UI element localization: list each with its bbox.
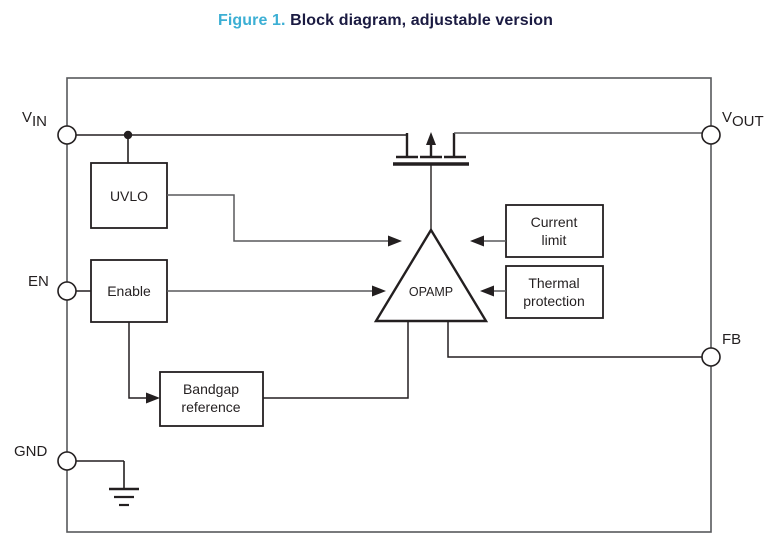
pin-label-vout-main: V [722,109,732,126]
pin-label-gnd: GND [14,443,48,460]
pin-label-vin-main: V [22,109,32,126]
arrowhead-uvlo-opamp-icon [388,235,402,247]
figure-title: Figure 1. Block diagram, adjustable vers… [0,12,771,30]
block-current-limit-label-line1: Current [531,214,578,230]
block-bandgap-reference[interactable] [159,371,264,427]
pin-label-vout: VOUT [722,109,764,130]
arrowhead-current-limit-icon [470,235,484,247]
block-current-limit-label-line2: limit [542,232,567,248]
block-thermal-label-line1: Thermal [528,275,579,291]
figure-number: Figure 1. [217,12,286,29]
block-uvlo-label: UVLO [110,188,148,204]
block-bandgap-label-line1: Bandgap [183,381,239,397]
block-bandgap-label-line2: reference [181,399,240,415]
block-uvlo[interactable] [90,162,168,229]
wire-opamp-to-fb [447,321,711,358]
pin-vin-terminal[interactable] [57,125,77,145]
block-thermal-label-line2: protection [523,293,584,309]
mosfet-bulk-arrow-icon [426,132,436,145]
pin-label-fb: FB [722,331,741,348]
pin-vout-terminal[interactable] [701,125,721,145]
arrowhead-bandgap-in-icon [146,392,160,404]
block-current-limit[interactable] [505,204,604,258]
block-enable-label: Enable [107,283,151,299]
figure-caption: Block diagram, adjustable version [290,12,554,29]
block-thermal-protection[interactable] [505,265,604,319]
wire-uvlo-to-opamp [167,194,390,242]
arrowhead-enable-opamp-icon [372,285,386,297]
pin-label-vin: VIN [22,109,47,130]
pin-fb-terminal[interactable] [701,347,721,367]
block-opamp[interactable] [373,227,489,323]
wire-enable-to-bandgap [128,322,148,399]
pin-gnd-terminal[interactable] [57,451,77,471]
arrowhead-thermal-icon [480,285,494,297]
pin-label-vin-sub: IN [32,113,47,130]
block-opamp-label: OPAMP [409,285,453,299]
pin-en-terminal[interactable] [57,281,77,301]
chip-outline [66,77,712,533]
wire-bandgap-to-opamp [263,321,409,399]
pin-label-vout-sub: OUT [732,113,764,130]
pin-label-en: EN [28,273,49,290]
